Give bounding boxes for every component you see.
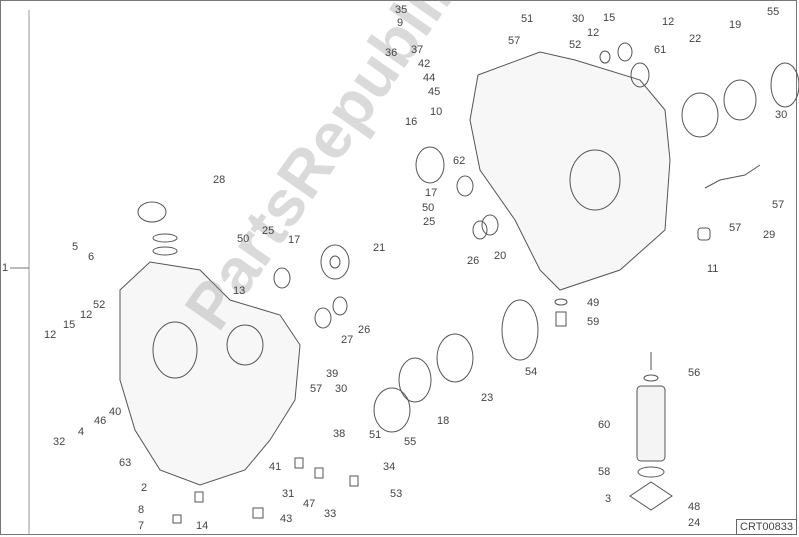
callout-54: 54: [525, 366, 538, 378]
callout-2: 2: [141, 482, 148, 494]
callout-42: 42: [418, 58, 431, 70]
callout-44: 44: [423, 72, 436, 84]
callout-52: 52: [569, 39, 582, 51]
callout-30: 30: [335, 383, 348, 395]
callout-11: 11: [707, 263, 719, 275]
callout-1: 1: [2, 262, 9, 274]
callout-63: 63: [119, 457, 132, 469]
callout-25: 25: [423, 216, 436, 228]
callout-30: 30: [572, 13, 585, 25]
callout-26: 26: [467, 255, 480, 267]
callout-24: 24: [688, 517, 701, 529]
callout-37: 37: [411, 44, 424, 56]
callout-19: 19: [729, 19, 742, 31]
callout-18: 18: [437, 415, 450, 427]
callout-4: 4: [78, 426, 85, 438]
callout-8: 8: [138, 504, 145, 516]
callout-26: 26: [358, 324, 371, 336]
callout-15: 15: [603, 12, 616, 24]
callout-56: 56: [688, 367, 701, 379]
callout-48: 48: [688, 501, 701, 513]
callout-40: 40: [109, 406, 122, 418]
callout-57: 57: [508, 35, 521, 47]
callout-57: 57: [310, 383, 323, 395]
callout-55: 55: [767, 6, 780, 18]
callout-62: 62: [453, 155, 466, 167]
callout-6: 6: [88, 251, 95, 263]
callout-46: 46: [94, 415, 107, 427]
callout-33: 33: [324, 508, 337, 520]
callout-14: 14: [196, 520, 209, 532]
callout-10: 10: [430, 106, 443, 118]
diagram-code: CRT00833: [736, 519, 797, 535]
callout-51: 51: [521, 13, 534, 25]
callout-35: 35: [395, 4, 408, 16]
callout-9: 9: [397, 17, 404, 29]
callout-12: 12: [80, 309, 93, 321]
callout-7: 7: [138, 520, 145, 532]
callout-12: 12: [662, 16, 675, 28]
callout-17: 17: [288, 234, 301, 246]
callout-52: 52: [93, 299, 106, 311]
callout-36: 36: [385, 47, 398, 59]
callout-34: 34: [383, 461, 396, 473]
callout-29: 29: [763, 229, 776, 241]
callout-43: 43: [280, 513, 293, 525]
callout-41: 41: [269, 461, 282, 473]
callout-25: 25: [262, 225, 275, 237]
callout-50: 50: [237, 233, 250, 245]
callout-5: 5: [72, 241, 79, 253]
callout-57: 57: [729, 222, 742, 234]
callout-57: 57: [772, 199, 785, 211]
callout-15: 15: [63, 319, 76, 331]
callout-58: 58: [598, 466, 611, 478]
callout-61: 61: [654, 44, 667, 56]
callout-3: 3: [605, 493, 612, 505]
callout-16: 16: [405, 116, 418, 128]
callout-20: 20: [494, 250, 507, 262]
callout-13: 13: [233, 285, 246, 297]
callout-30: 30: [775, 109, 788, 121]
callout-55: 55: [404, 436, 417, 448]
callout-12: 12: [44, 329, 57, 341]
callout-50: 50: [422, 202, 435, 214]
callout-17: 17: [425, 187, 438, 199]
callout-59: 59: [587, 316, 600, 328]
callout-28: 28: [213, 174, 226, 186]
callout-51: 51: [369, 429, 382, 441]
callout-38: 38: [333, 428, 346, 440]
callout-23: 23: [481, 392, 494, 404]
callout-31: 31: [282, 488, 295, 500]
callout-12: 12: [587, 27, 600, 39]
callout-49: 49: [587, 297, 600, 309]
callout-39: 39: [326, 368, 339, 380]
callout-53: 53: [390, 488, 403, 500]
callout-32: 32: [53, 436, 66, 448]
callout-27: 27: [341, 334, 354, 346]
callout-45: 45: [428, 86, 441, 98]
callout-22: 22: [689, 33, 702, 45]
callout-47: 47: [303, 498, 316, 510]
callout-60: 60: [598, 419, 611, 431]
callout-21: 21: [373, 242, 386, 254]
